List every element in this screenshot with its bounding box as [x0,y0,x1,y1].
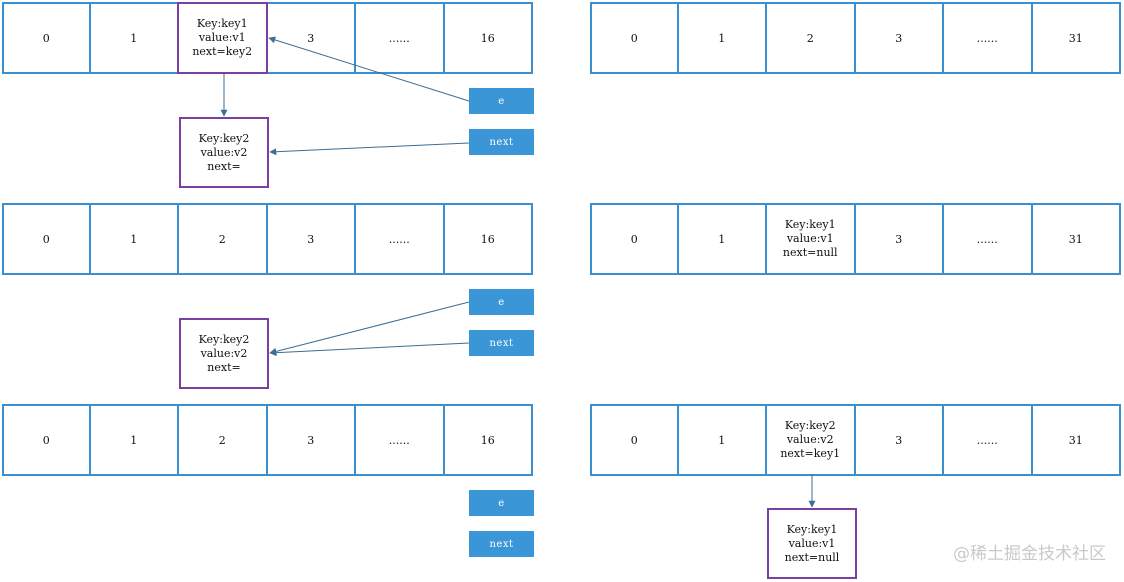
old-table-panel-2: 0 1 2 3 ...... 16 [2,203,533,275]
table-cell: 1 [88,404,179,476]
table-cell: ...... [942,404,1033,476]
table-cell: 31 [1030,2,1121,74]
arrow-next-to-node [269,342,470,357]
new-table-panel-1: 0 1 2 3 ...... 31 [590,2,1121,74]
table-cell: 0 [590,404,679,476]
table-cell: 0 [590,203,679,275]
e-pointer-label: e [469,289,534,315]
table-cell: 1 [676,2,767,74]
watermark: @稀土掘金技术社区 [953,544,1106,564]
table-cell: 1 [88,203,179,275]
table-cell: ...... [354,203,445,275]
table-cell: ...... [354,2,445,74]
table-cell: 2 [177,203,268,275]
arrow-next-to-node [269,142,470,156]
e-pointer-label: e [469,88,534,114]
table-cell: 2 [177,404,268,476]
table-cell: 16 [442,404,533,476]
table-cell: 2 [765,2,856,74]
table-cell: ...... [942,203,1033,275]
table-cell: 3 [265,404,356,476]
table-cell: ...... [942,2,1033,74]
table-cell: 16 [442,2,533,74]
next-pointer-label: next [469,330,534,356]
next-pointer-label: next [469,129,534,155]
table-cell: 3 [853,404,944,476]
table-cell: 3 [265,203,356,275]
table-cell: 0 [2,2,91,74]
table-cell: 1 [676,404,767,476]
old-table-panel-3: 0 1 2 3 ...... 16 [2,404,533,476]
table-cell: 3 [265,2,356,74]
e-pointer-label: e [469,490,534,516]
table-cell: 0 [590,2,679,74]
table-cell: 0 [2,404,91,476]
table-cell: 31 [1030,404,1121,476]
table-cell: 3 [853,2,944,74]
table-cell: 1 [88,2,179,74]
table-cell: 3 [853,203,944,275]
next-pointer-label: next [469,531,534,557]
table-cell: 1 [676,203,767,275]
arrow-e-to-node [269,301,470,355]
table-cell: 16 [442,203,533,275]
table-cell: 31 [1030,203,1121,275]
table-cell: ...... [354,404,445,476]
table-cell: 0 [2,203,91,275]
